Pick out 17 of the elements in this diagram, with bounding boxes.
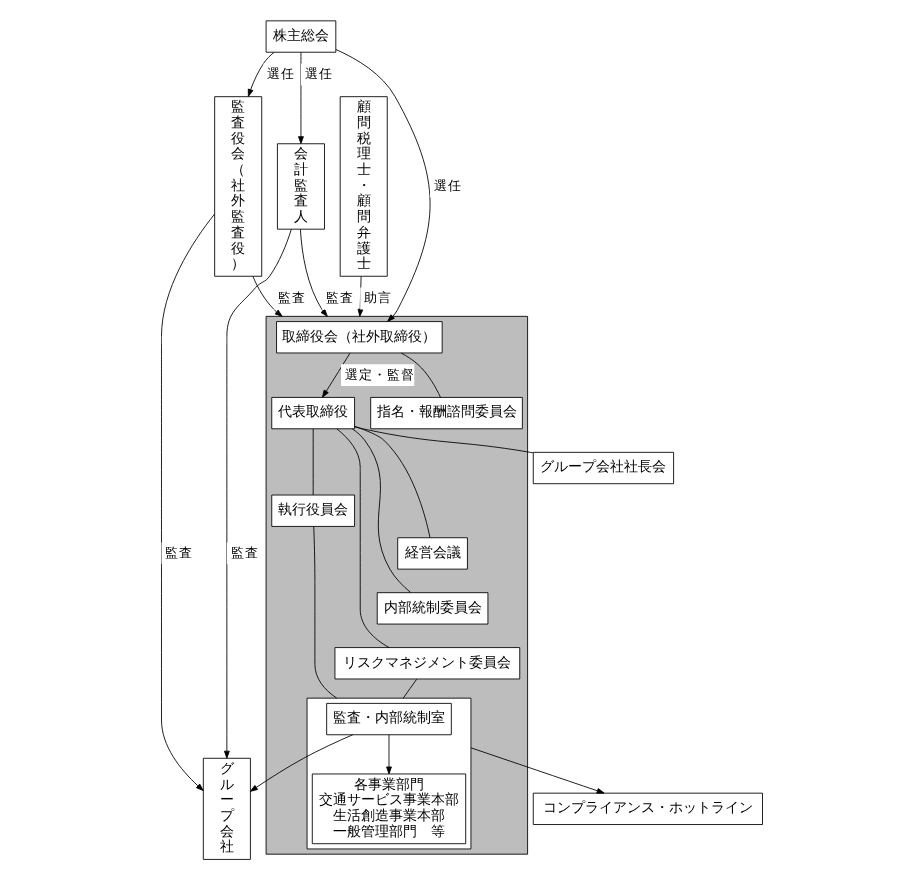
arrow	[469, 747, 604, 794]
cluster	[305, 697, 471, 850]
arrow	[249, 734, 353, 792]
connector	[353, 425, 430, 539]
connector	[311, 428, 313, 496]
connector	[335, 428, 389, 648]
arrow	[298, 229, 327, 317]
arrow	[321, 352, 350, 398]
connector	[399, 352, 440, 398]
connector	[350, 428, 411, 593]
arrow	[246, 51, 274, 97]
connector	[353, 426, 533, 454]
connector	[401, 678, 417, 699]
connector	[312, 526, 337, 699]
arrow	[385, 734, 391, 775]
arrow	[251, 275, 282, 317]
arrow	[297, 52, 303, 145]
